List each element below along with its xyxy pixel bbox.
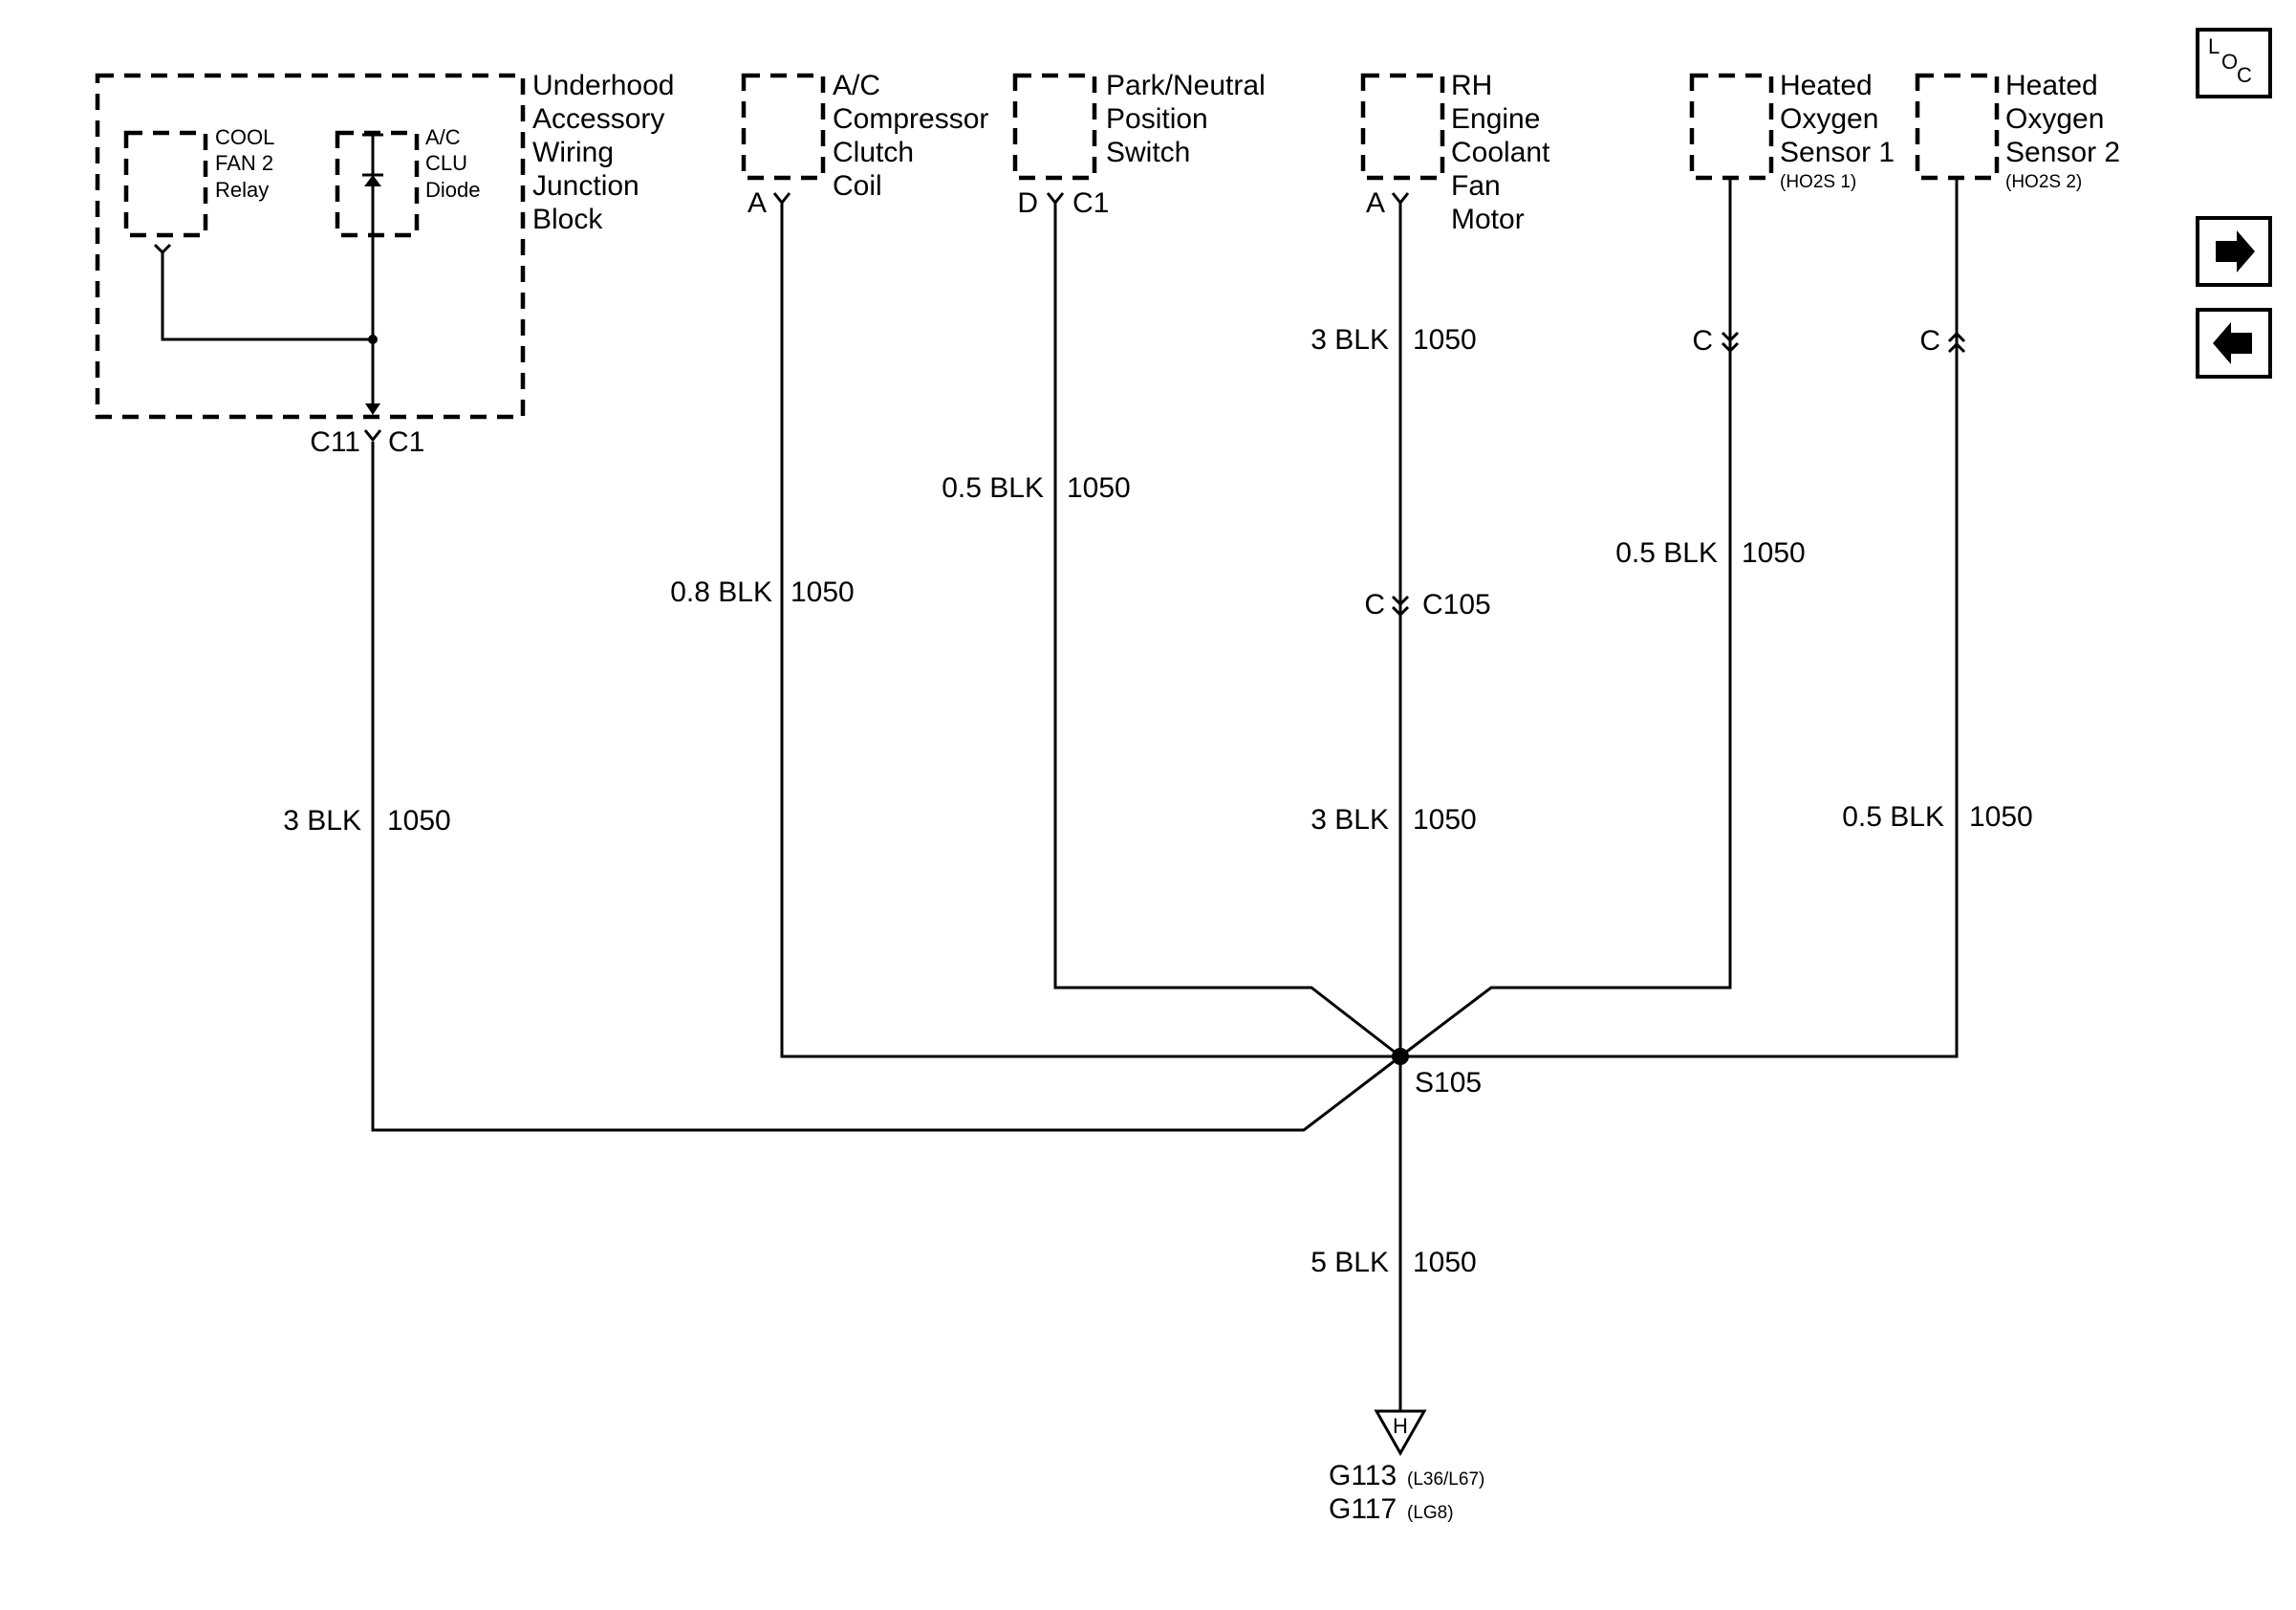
loc-button[interactable]: L O C <box>2196 28 2272 98</box>
wire-rh-lower-size: 3 BLK <box>1310 804 1389 836</box>
wire-park-circuit: 1050 <box>1067 472 1131 504</box>
ho2s1-label-2: Oxygen <box>1780 103 1878 135</box>
ho2s2-label-2: Oxygen <box>2005 103 2104 135</box>
park-label-3: Switch <box>1106 137 1190 168</box>
ho2s2-pin-label: C <box>1919 325 1940 357</box>
wire-ho2s2-size: 0.5 BLK <box>1842 801 1944 833</box>
wire-park-size: 0.5 BLK <box>942 472 1044 504</box>
loc-l: L <box>2208 34 2220 58</box>
park-label-1: Park/Neutral <box>1106 70 1266 101</box>
wire-ho2s2: C 0.5 BLK 1050 <box>1400 178 2033 1058</box>
rh-label-5: Motor <box>1451 204 1525 235</box>
ac-label-3: Clutch <box>833 137 914 168</box>
wire-rh-upper-size: 3 BLK <box>1310 324 1389 356</box>
ac-label-2: Compressor <box>833 103 988 135</box>
wire-rh-upper-circuit: 1050 <box>1413 324 1477 356</box>
wire-park: 0.5 BLK 1050 <box>942 203 1401 1058</box>
g117-label: G117 <box>1329 1493 1397 1525</box>
underhood-junction-block: COOL FAN 2 Relay A/C CLU Diode Underhood… <box>95 70 674 420</box>
right-arrow-icon <box>2216 230 2255 272</box>
connector-c1-label: C1 <box>388 426 424 458</box>
underhood-label-2: Accessory <box>532 103 664 135</box>
connector-c11-c1: C11 C1 <box>310 426 424 458</box>
ho2s2-label-4: (HO2S 2) <box>2005 172 2082 192</box>
wire-ac-size: 0.8 BLK <box>670 577 772 608</box>
heated-oxygen-sensor-2: Heated Oxygen Sensor 2 (HO2S 2) <box>1915 70 2120 192</box>
ac-clu-diode-box <box>335 130 420 238</box>
ho2s2-label-3: Sensor 2 <box>2005 137 2120 168</box>
park-pin-label: D <box>1017 187 1038 219</box>
diode-label-3: Diode <box>425 178 480 202</box>
c105-label: C105 <box>1422 589 1491 620</box>
loc-c: C <box>2237 63 2252 87</box>
park-conn-label: C1 <box>1072 187 1109 219</box>
previous-page-button[interactable] <box>2196 308 2272 379</box>
underhood-label-4: Junction <box>532 170 639 202</box>
wire-underhood: 3 BLK 1050 <box>283 442 1401 1132</box>
g113-note: (L36/L67) <box>1407 1469 1484 1490</box>
wire-underhood-size: 3 BLK <box>283 805 361 837</box>
connector-ho2s1: C <box>1692 325 1740 357</box>
wire-ho2s1: C 0.5 BLK 1050 <box>1399 178 1806 1058</box>
relay-label-1: COOL <box>215 125 274 149</box>
ho2s1-pin-label: C <box>1692 325 1713 357</box>
park-neutral-position-switch: Park/Neutral Position Switch D C1 <box>1012 70 1266 219</box>
connector-c11-label: C11 <box>310 426 360 458</box>
next-page-button[interactable] <box>2196 216 2272 287</box>
wire-underhood-circuit: 1050 <box>387 805 451 837</box>
cool-fan-relay-box <box>123 130 208 238</box>
connector-c105: C C105 <box>1364 589 1490 620</box>
wire-ground: 5 BLK 1050 <box>1310 1247 1476 1278</box>
loc-o: O <box>2221 50 2238 74</box>
relay-label-3: Relay <box>215 178 269 202</box>
ground-icon <box>1374 1409 1427 1457</box>
relay-label-2: FAN 2 <box>215 151 273 175</box>
ground-symbol: H G113 (L36/L67) G117 (LG8) <box>1329 1409 1484 1525</box>
rh-label-4: Fan <box>1451 170 1501 202</box>
left-arrow-icon <box>2213 322 2252 364</box>
rh-label-1: RH <box>1451 70 1492 101</box>
wire-rh-lower-circuit: 1050 <box>1413 804 1477 836</box>
ho2s2-label-1: Heated <box>2005 70 2098 101</box>
connector-ho2s2: C <box>1919 325 1966 357</box>
c105-pin-label: C <box>1364 589 1385 620</box>
underhood-label-5: Block <box>532 204 603 235</box>
diode-icon <box>362 133 383 186</box>
ground-h-label: H <box>1393 1414 1408 1438</box>
diode-label-2: CLU <box>425 151 467 175</box>
ho2s1-label-3: Sensor 1 <box>1780 137 1895 168</box>
park-label-2: Position <box>1106 103 1208 135</box>
wire-ground-size: 5 BLK <box>1310 1247 1389 1278</box>
ho2s1-label-1: Heated <box>1780 70 1873 101</box>
rh-label-2: Engine <box>1451 103 1540 135</box>
underhood-label-3: Wiring <box>532 137 614 168</box>
ac-label-4: Coil <box>833 170 882 202</box>
rh-pin-label: A <box>1366 187 1385 219</box>
wire-ho2s1-size: 0.5 BLK <box>1615 537 1718 569</box>
diode-label-1: A/C <box>425 125 461 149</box>
splice-s105: S105 <box>1392 1048 1482 1099</box>
wire-ac-circuit: 1050 <box>791 577 855 608</box>
g113-label: G113 <box>1329 1460 1397 1491</box>
splice-label: S105 <box>1415 1067 1482 1099</box>
ac-label-1: A/C <box>833 70 880 101</box>
ho2s1-label-4: (HO2S 1) <box>1780 172 1856 192</box>
rh-label-3: Coolant <box>1451 137 1550 168</box>
g117-note: (LG8) <box>1407 1503 1454 1523</box>
wire-ac: 0.8 BLK 1050 <box>670 203 1400 1058</box>
ac-compressor-clutch-coil: A/C Compressor Clutch Coil A <box>741 70 988 219</box>
wire-rh: 3 BLK 1050 C C105 3 BLK 1050 <box>1310 203 1491 1425</box>
wire-ground-circuit: 1050 <box>1413 1247 1477 1278</box>
rh-engine-coolant-fan-motor: RH Engine Coolant Fan Motor A <box>1360 70 1550 235</box>
heated-oxygen-sensor-1: Heated Oxygen Sensor 1 (HO2S 1) <box>1689 70 1895 192</box>
wire-ho2s2-circuit: 1050 <box>1969 801 2033 833</box>
wire-ho2s1-circuit: 1050 <box>1742 537 1806 569</box>
underhood-label-1: Underhood <box>532 70 674 101</box>
ac-pin-label: A <box>747 187 767 219</box>
